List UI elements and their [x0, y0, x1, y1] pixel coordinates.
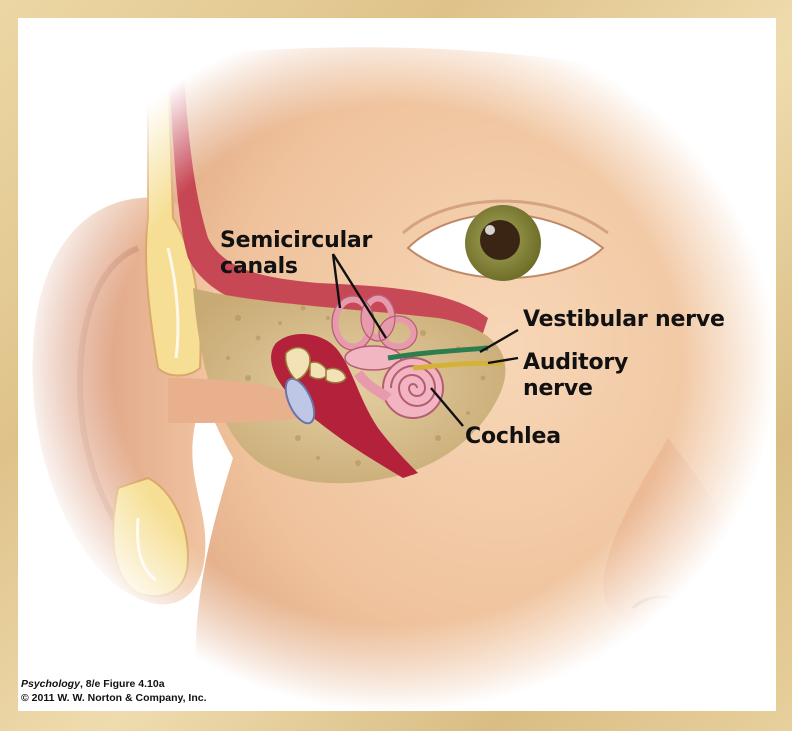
credit-book-title: Psychology: [21, 678, 80, 690]
label-auditory-nerve: Auditory nerve: [523, 350, 628, 402]
credit-copyright: © 2011 W. W. Norton & Company, Inc.: [21, 691, 207, 705]
label-auditory-line2: nerve: [523, 376, 628, 402]
label-cochlea: Cochlea: [465, 424, 561, 450]
figure-panel: Semicircular canals Vestibular nerve Aud…: [18, 18, 776, 711]
label-semicircular-canals: Semicircular canals: [220, 228, 372, 280]
label-semicircular-line1: Semicircular: [220, 228, 372, 254]
credit-figure-line: Psychology, 8/e Figure 4.10a: [21, 677, 207, 691]
figure-credit: Psychology, 8/e Figure 4.10a © 2011 W. W…: [21, 677, 207, 705]
credit-figure-ref: , 8/e Figure 4.10a: [80, 678, 165, 690]
label-semicircular-line2: canals: [220, 254, 372, 280]
label-auditory-line1: Auditory: [523, 350, 628, 376]
edge-vignette: [18, 18, 776, 711]
ear-anatomy-illustration: [18, 18, 776, 711]
label-vestibular-nerve: Vestibular nerve: [523, 307, 725, 333]
